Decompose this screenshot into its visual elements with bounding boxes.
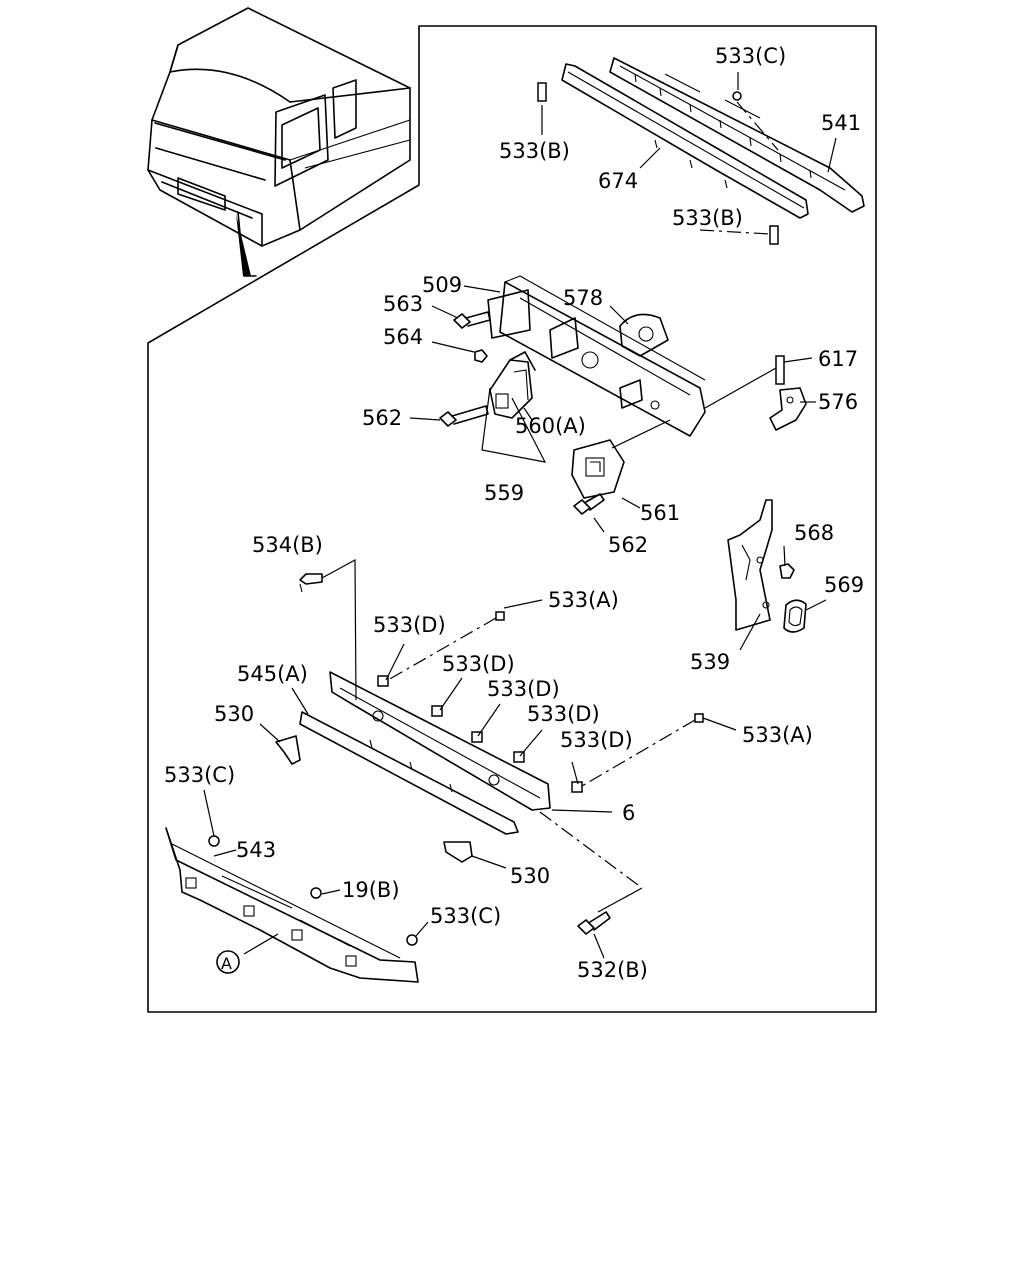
- label-533d-4: 533(D): [527, 702, 600, 726]
- label-533b-top: 533(B): [499, 139, 570, 163]
- label-533d-1: 533(D): [373, 613, 446, 637]
- garnish-541: [609, 57, 865, 213]
- label-533b-mid: 533(B): [672, 206, 743, 230]
- label-509: 509: [422, 273, 462, 297]
- strip-545a: [299, 711, 519, 835]
- clip-533c-top: [732, 91, 742, 101]
- clip-533d-3: [471, 731, 483, 743]
- clip-533c-low: [406, 934, 418, 946]
- hinge-576: [769, 387, 807, 431]
- rail-674: [561, 63, 809, 219]
- label-532b: 532(B): [577, 958, 648, 982]
- label-576: 576: [818, 390, 858, 414]
- label-543: 543: [236, 838, 276, 862]
- label-533d-2: 533(D): [442, 652, 515, 676]
- clip-530-b: [443, 841, 473, 863]
- callout-circle-a: [216, 950, 240, 974]
- bracket-539: [727, 499, 773, 631]
- panel-6: [329, 671, 551, 811]
- label-559: 559: [484, 481, 524, 505]
- label-561: 561: [640, 501, 680, 525]
- bolt-532b: [577, 911, 611, 935]
- bolt-563: [453, 311, 491, 329]
- grommet-569: [783, 599, 807, 633]
- label-533c-top: 533(C): [715, 44, 786, 68]
- label-533d-3: 533(D): [487, 677, 560, 701]
- plate-617: [775, 355, 785, 385]
- label-560a: 560(A): [515, 414, 586, 438]
- label-563: 563: [383, 292, 423, 316]
- diagram-frame: [147, 25, 877, 1013]
- label-617: 617: [818, 347, 858, 371]
- support-509: [487, 275, 706, 437]
- bolt-562-b: [573, 493, 605, 515]
- label-539: 539: [690, 650, 730, 674]
- label-562-b: 562: [608, 533, 648, 557]
- clip-533a-2: [694, 713, 704, 723]
- label-19b: 19(B): [342, 878, 400, 902]
- clip-533d-4: [513, 751, 525, 763]
- clip-533d-5: [571, 781, 583, 793]
- label-530-a: 530: [214, 702, 254, 726]
- label-533c-left: 533(C): [164, 763, 235, 787]
- label-578: 578: [563, 286, 603, 310]
- label-568: 568: [794, 521, 834, 545]
- plate-578: [619, 313, 669, 357]
- label-569: 569: [824, 573, 864, 597]
- truck-cab-overview: [147, 7, 411, 277]
- label-533c-low: 533(C): [430, 904, 501, 928]
- label-674: 674: [598, 169, 638, 193]
- clip-19b: [310, 887, 322, 899]
- label-533a-2: 533(A): [742, 723, 813, 747]
- label-541: 541: [821, 111, 861, 135]
- clip-533b-top: [537, 82, 547, 102]
- lock-559: [489, 351, 536, 419]
- striker-561: [571, 439, 625, 499]
- label-564: 564: [383, 325, 423, 349]
- label-533a-1: 533(A): [548, 588, 619, 612]
- clip-533a-1: [495, 611, 505, 621]
- clip-530-a: [275, 735, 301, 765]
- clip-533d-2: [431, 705, 443, 717]
- clip-533c-left: [208, 835, 220, 847]
- clip-534b: [299, 573, 323, 593]
- bolt-562-a: [439, 405, 489, 427]
- clip-533d-1: [377, 675, 389, 687]
- nut-564: [474, 349, 488, 363]
- nut-568: [779, 563, 795, 579]
- clip-533b-mid: [769, 225, 779, 245]
- label-545a: 545(A): [237, 662, 308, 686]
- panel-543: [165, 827, 419, 983]
- label-6: 6: [622, 801, 635, 825]
- label-533d-5: 533(D): [560, 728, 633, 752]
- label-530-b: 530: [510, 864, 550, 888]
- label-562-a: 562: [362, 406, 402, 430]
- label-534b: 534(B): [252, 533, 323, 557]
- label-callout-a: A: [221, 954, 232, 973]
